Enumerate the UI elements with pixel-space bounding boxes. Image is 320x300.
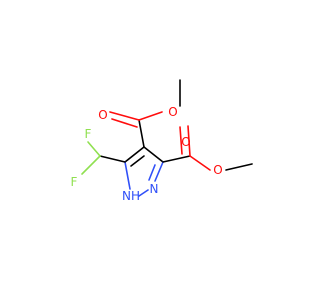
bond-c-f-top — [87, 141, 101, 157]
bond-c4-c3-inner — [130, 155, 145, 167]
bond-c4-c3 — [124, 146, 145, 163]
bond-ester-right-methyl — [225, 163, 253, 171]
bond-c3-c5 — [143, 146, 164, 163]
bond-ester-right-double-b — [179, 126, 183, 155]
bond-c5-ester-right — [162, 155, 191, 163]
atom-n-ring: N — [150, 182, 159, 196]
atom-o-keto-top: O — [98, 108, 107, 122]
bond-c5-n2-inner — [148, 164, 156, 181]
bond-ester-right-double-a — [187, 125, 191, 157]
bond-ester-top-double-b — [111, 118, 138, 128]
bond-n1-c4 — [124, 161, 131, 190]
bond-ester-top-double-a — [109, 111, 140, 121]
molecule-structure: O O O O F F N NH H — [71, 79, 253, 203]
bond-ester-top-single — [138, 111, 163, 121]
bond-ester-right-single — [189, 155, 211, 171]
atom-o-ester-top: O — [168, 105, 177, 119]
atom-f-top: F — [85, 127, 92, 141]
bond-c-f-left — [81, 155, 101, 175]
atom-o-ester-right: O — [213, 163, 222, 177]
bond-c5-n2 — [154, 161, 164, 182]
structure-drawing: O O O O F F N NH H — [71, 79, 253, 203]
bond-c3-ester-top — [138, 119, 145, 148]
bond-n2-n1 — [138, 189, 149, 197]
bond-c4-chf2 — [99, 155, 126, 163]
atom-nh: NH — [122, 189, 140, 203]
atom-o-keto-right: O — [181, 135, 190, 149]
atom-f-left: F — [71, 175, 78, 189]
